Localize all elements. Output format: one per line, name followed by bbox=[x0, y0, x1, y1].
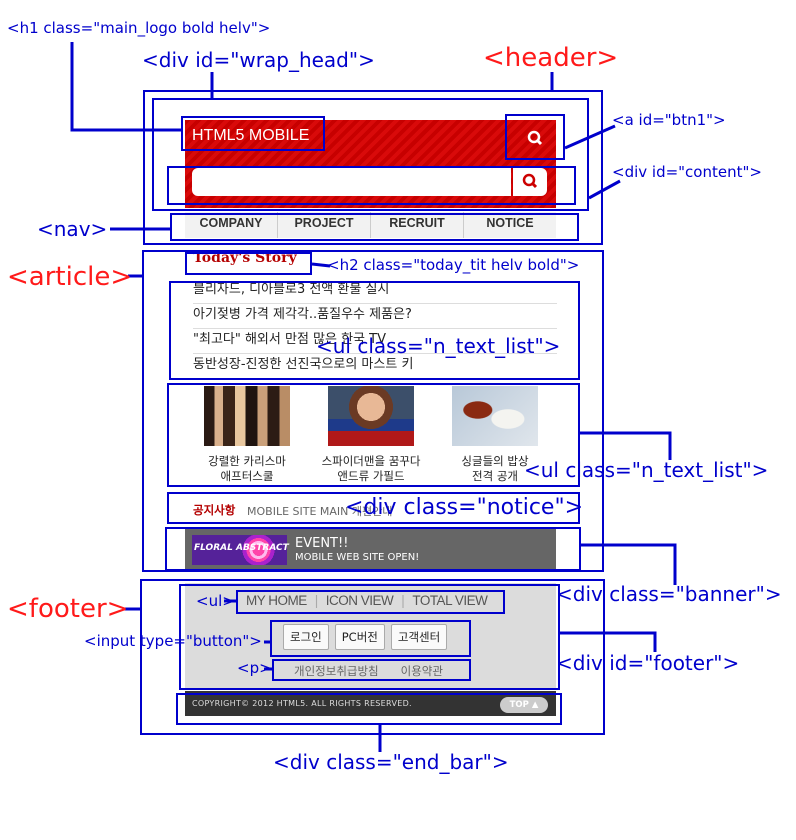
thumb-caption: 싱글들의 밥상 전격 공개 bbox=[461, 454, 529, 483]
nav-item-recruit[interactable]: RECRUIT bbox=[371, 212, 464, 238]
notice-bar bbox=[185, 494, 556, 522]
login-button[interactable]: 로그인 bbox=[283, 624, 329, 650]
box-nav bbox=[170, 213, 579, 241]
label-article: <article> bbox=[7, 262, 133, 292]
news-item[interactable]: 아기젖병 가격 제각각..품질우수 제품은? bbox=[193, 304, 557, 329]
news-list: 블리자드, 디아블로3 전액 환불 실시 아기젖병 가격 제각각..품질우수 제… bbox=[193, 279, 557, 379]
footer-policy: 개인정보취급방침 이용약관 bbox=[294, 663, 443, 679]
box-content bbox=[167, 166, 576, 205]
search-icon bbox=[522, 173, 538, 189]
footer-buttons: 로그인 PC버전 고객센터 bbox=[283, 624, 448, 650]
label-ul: <ul> bbox=[196, 592, 235, 610]
label-btn1: <a id="btn1"> bbox=[612, 111, 726, 129]
label-content: <div id="content"> bbox=[612, 163, 762, 181]
label-notice: <div class="notice"> bbox=[345, 495, 584, 520]
footer-link-totalview[interactable]: TOTAL VIEW bbox=[412, 593, 488, 608]
privacy-link[interactable]: 개인정보취급방침 bbox=[294, 664, 379, 678]
box-ul bbox=[236, 590, 505, 614]
today-title: Today's Story bbox=[193, 250, 297, 266]
box-input bbox=[270, 620, 471, 657]
divider: | bbox=[314, 593, 319, 608]
search-input[interactable] bbox=[192, 168, 511, 196]
box-p bbox=[272, 659, 471, 681]
label-end-bar: <div class="end_bar"> bbox=[273, 750, 509, 774]
connector-h1 bbox=[70, 42, 181, 132]
notice-text[interactable]: MOBILE SITE MAIN 개편안내 bbox=[247, 505, 393, 518]
label-ul1: <ul class="n_text_list"> bbox=[316, 334, 561, 358]
box-notice bbox=[167, 492, 580, 524]
box-wrap-head bbox=[152, 98, 589, 211]
label-p: <p> bbox=[237, 659, 272, 677]
label-footer: <footer> bbox=[7, 594, 129, 624]
thumb-item[interactable]: 스파이더맨을 꿈꾸다 앤드류 가필드 bbox=[309, 386, 433, 484]
thumb-item[interactable]: 싱글들의 밥상 전격 공개 bbox=[433, 386, 557, 484]
box-ul2 bbox=[167, 383, 580, 487]
thumb-image-spiderman bbox=[328, 386, 414, 446]
nav-item-company[interactable]: COMPANY bbox=[185, 212, 278, 238]
footer-links: MY HOME | ICON VIEW | TOTAL VIEW bbox=[246, 593, 488, 608]
pc-version-button[interactable]: PC버전 bbox=[334, 624, 385, 650]
box-article bbox=[142, 250, 604, 572]
top-button[interactable]: TOP ▲ bbox=[500, 697, 548, 713]
box-footer-id bbox=[179, 584, 560, 690]
box-h2 bbox=[185, 252, 312, 275]
logo-text: HTML5 MOBILE bbox=[192, 127, 310, 144]
footer-link-myhome[interactable]: MY HOME bbox=[246, 593, 307, 608]
box-h1 bbox=[181, 116, 325, 151]
search-top-button[interactable] bbox=[516, 124, 554, 154]
banner-subtitle: MOBILE WEB SITE OPEN! bbox=[295, 552, 420, 563]
box-footer bbox=[140, 579, 605, 735]
customer-center-button[interactable]: 고객센터 bbox=[390, 624, 448, 650]
connector-footer-id bbox=[560, 631, 657, 652]
label-input: <input type="button"> bbox=[84, 632, 262, 650]
box-end-bar bbox=[176, 693, 562, 725]
copyright: COPYRIGHT© 2012 HTML5. ALL RIGHTS RESERV… bbox=[192, 699, 412, 708]
nav-bar: COMPANY PROJECT RECRUIT NOTICE bbox=[185, 212, 556, 238]
label-nav: <nav> bbox=[37, 217, 108, 241]
footer-link-iconview[interactable]: ICON VIEW bbox=[325, 593, 394, 608]
thumb-item[interactable]: 강렬한 카리스마 애프터스쿨 bbox=[185, 386, 309, 484]
connector-h2 bbox=[311, 262, 331, 268]
news-item[interactable]: 블리자드, 디아블로3 전액 환불 실시 bbox=[193, 279, 557, 304]
search-button[interactable] bbox=[512, 168, 547, 196]
terms-link[interactable]: 이용약관 bbox=[400, 664, 443, 678]
thumb-image-girlgroup bbox=[204, 386, 290, 446]
connector-content bbox=[588, 179, 621, 200]
box-header bbox=[143, 90, 603, 245]
label-h1: <h1 class="main_logo bold helv"> bbox=[7, 19, 271, 37]
connector-banner bbox=[581, 543, 677, 585]
connector-btn1 bbox=[564, 124, 616, 150]
box-banner bbox=[165, 527, 581, 571]
thumb-caption: 강렬한 카리스마 애프터스쿨 bbox=[208, 454, 286, 483]
label-ul2: <ul class="n_text_list"> bbox=[524, 458, 769, 482]
label-footer-id: <div id="footer"> bbox=[556, 651, 740, 675]
label-wrap-head: <div id="wrap_head"> bbox=[142, 48, 375, 72]
thumb-list: 강렬한 카리스마 애프터스쿨 스파이더맨을 꿈꾸다 앤드류 가필드 싱글들의 밥… bbox=[185, 386, 557, 484]
label-header: <header> bbox=[483, 43, 619, 73]
label-banner: <div class="banner"> bbox=[556, 582, 782, 606]
nav-item-notice[interactable]: NOTICE bbox=[486, 216, 534, 230]
divider: | bbox=[401, 593, 405, 608]
notice-title: 공지사항 bbox=[193, 503, 236, 517]
nav-item-project[interactable]: PROJECT bbox=[278, 212, 371, 238]
box-btn1 bbox=[505, 114, 565, 160]
news-item[interactable]: "최고다" 해외서 만점 많은 한국 TV bbox=[193, 329, 557, 354]
banner-image bbox=[192, 535, 287, 565]
banner-title: EVENT!! bbox=[295, 536, 349, 551]
thumb-caption: 스파이더맨을 꿈꾸다 앤드류 가필드 bbox=[321, 454, 421, 483]
banner-image-text: FLORAL ABSTRACT bbox=[194, 543, 289, 553]
connector-ul2 bbox=[580, 431, 672, 460]
search-icon bbox=[527, 130, 543, 146]
box-ul1 bbox=[169, 281, 580, 380]
end-bar bbox=[185, 691, 556, 716]
thumb-image-meal bbox=[452, 386, 538, 446]
label-h2: <h2 class="today_tit helv bold"> bbox=[327, 256, 580, 274]
